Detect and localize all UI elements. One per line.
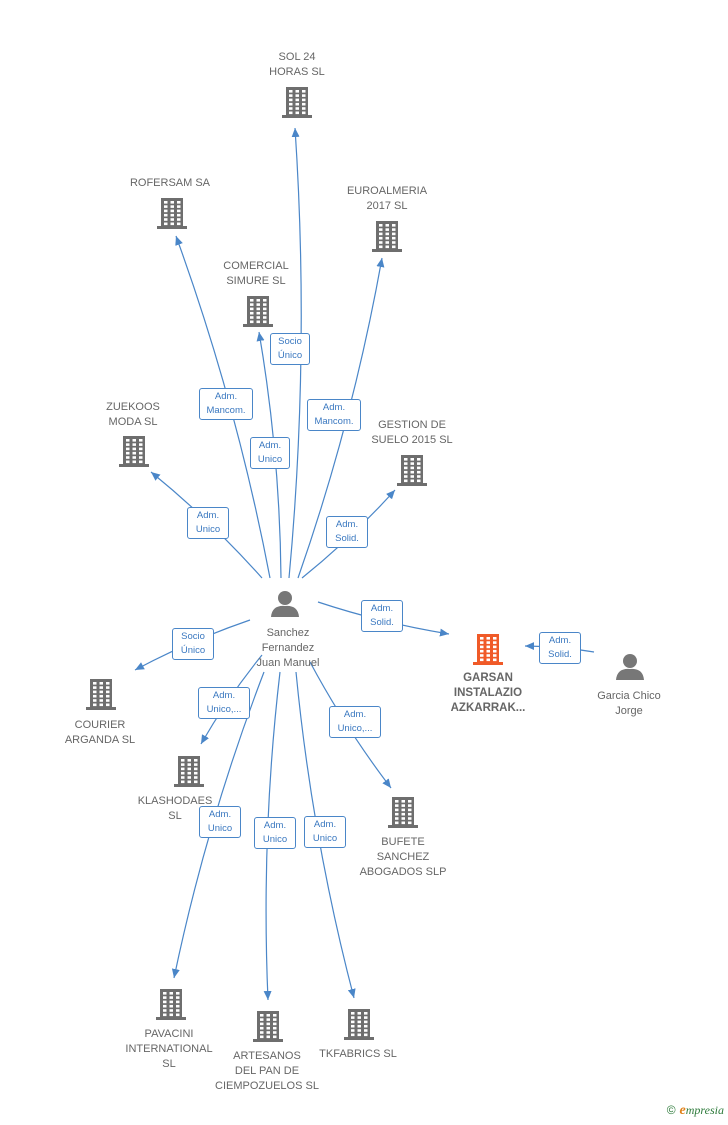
node-label-tkfabrics[interactable]: TKFABRICS SL [319, 1048, 397, 1060]
building-icon-garsan[interactable] [473, 634, 503, 665]
copyright-symbol: © [666, 1103, 676, 1117]
node-label-euroalmeria[interactable]: EUROALMERIA 2017 SL [346, 185, 428, 212]
edge-label-gestion[interactable]: Adm. Solid. [326, 516, 368, 548]
edge-label-tkfabrics[interactable]: Adm. Unico [304, 816, 346, 848]
person-icon-sanchez[interactable] [271, 591, 299, 617]
edge-label-garsan[interactable]: Adm. Solid. [361, 600, 403, 632]
building-icon-bufete[interactable] [388, 797, 418, 828]
edge-label-comercial[interactable]: Adm. Unico [250, 437, 290, 469]
building-icon-pavacini[interactable] [156, 989, 186, 1020]
edge-label-zuekoos[interactable]: Adm. Unico [187, 507, 229, 539]
person-icon-garcia[interactable] [616, 654, 644, 680]
brand-initial: e [679, 1103, 686, 1118]
empresia-footer[interactable]: ©empresia [667, 1103, 724, 1119]
node-label-zuekoos[interactable]: ZUEKOOS MODA SL [106, 401, 160, 428]
building-icon-rofersam[interactable] [157, 198, 187, 229]
node-label-comercial[interactable]: COMERCIAL SIMURE SL [223, 260, 289, 287]
edge-label-sol24[interactable]: Socio Único [270, 333, 310, 365]
edge-label-klashodaes[interactable]: Adm. Unico,... [198, 687, 250, 719]
building-icon-gestion[interactable] [397, 455, 427, 486]
building-icon-zuekoos[interactable] [119, 436, 149, 467]
node-label-klashodaes[interactable]: KLASHODAES SL [137, 795, 213, 822]
building-icon-comercial[interactable] [243, 296, 273, 327]
building-icon-euroalmeria[interactable] [372, 221, 402, 252]
node-label-rofersam[interactable]: ROFERSAM SA [129, 177, 211, 189]
node-label-garsan[interactable]: GARSAN INSTALAZIO AZKARRAK... [450, 672, 526, 714]
building-icon-artesanos[interactable] [253, 1011, 283, 1042]
edge-label-courier[interactable]: Socio Único [172, 628, 214, 660]
edge-label-pavacini[interactable]: Adm. Unico [199, 806, 241, 838]
node-label-bufete[interactable]: BUFETE SANCHEZ ABOGADOS SLP [359, 836, 447, 878]
node-label-courier[interactable]: COURIER ARGANDA SL [64, 719, 136, 746]
node-label-garcia[interactable]: Garcia Chico Jorge [597, 690, 661, 717]
building-icon-sol24[interactable] [282, 87, 312, 118]
edge-label-garcia[interactable]: Adm. Solid. [539, 632, 581, 664]
node-label-sol24[interactable]: SOL 24 HORAS SL [269, 51, 325, 78]
node-label-pavacini[interactable]: PAVACINI INTERNATIONAL SL [125, 1028, 213, 1070]
edge-label-bufete[interactable]: Adm. Unico,... [329, 706, 381, 738]
building-icon-klashodaes[interactable] [174, 756, 204, 787]
edge-label-euroalmeria[interactable]: Adm. Mancom. [307, 399, 361, 431]
brand-name: mpresia [685, 1103, 724, 1117]
node-label-sanchez[interactable]: Sanchez Fernandez Juan Manuel [256, 627, 320, 669]
node-label-artesanos[interactable]: ARTESANOS DEL PAN DE CIEMPOZUELOS SL [215, 1050, 319, 1092]
edge-label-rofersam[interactable]: Adm. Mancom. [199, 388, 253, 420]
building-icon-courier[interactable] [86, 679, 116, 710]
edge-label-artesanos[interactable]: Adm. Unico [254, 817, 296, 849]
node-label-gestion[interactable]: GESTION DE SUELO 2015 SL [371, 419, 453, 446]
building-icon-tkfabrics[interactable] [344, 1009, 374, 1040]
